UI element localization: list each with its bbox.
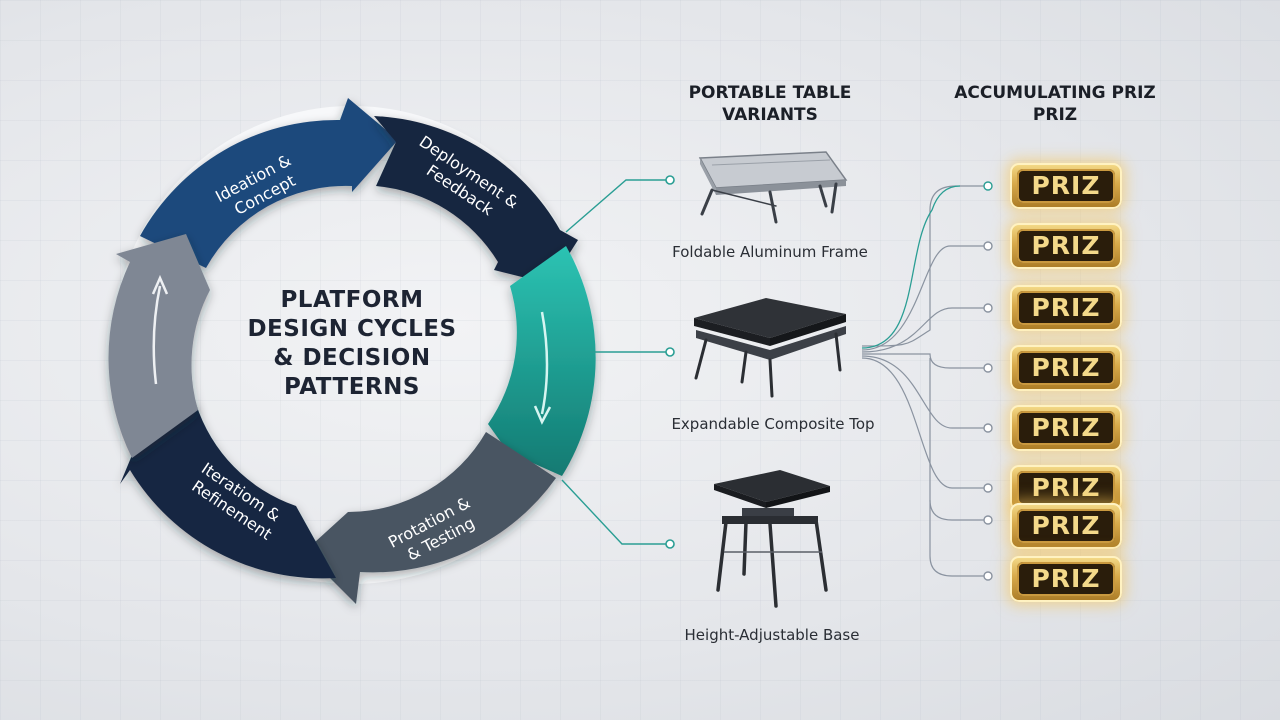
aluminum-table-icon (698, 151, 848, 224)
variant-label-adjustable: Height-Adjustable Base (684, 626, 860, 644)
cycle-title-line: PLATFORM (280, 287, 424, 313)
teal-down-arrowhead-icon (533, 405, 552, 425)
cycle-title: PLATFORM DESIGN CYCLES & DECISION PATTER… (222, 286, 482, 402)
cycle-segment-protation (304, 432, 556, 604)
priz-heading-line: PRIZ (1032, 105, 1078, 125)
cycle-segment-iteration (120, 404, 336, 579)
composite-table-icon (694, 298, 846, 398)
priz-badge: PRIZ (1010, 556, 1122, 602)
priz-badge-text: PRIZ (1031, 511, 1101, 540)
priz-badge-text: PRIZ (1031, 473, 1101, 502)
cycle-segment-deployment (374, 116, 578, 284)
cycle-segment-teal (488, 246, 596, 476)
priz-badge-text: PRIZ (1031, 171, 1101, 200)
priz-badge-text: PRIZ (1031, 293, 1101, 322)
priz-badge-text: PRIZ (1031, 231, 1101, 260)
grey-up-arrowhead-icon (151, 274, 169, 295)
variant-to-priz-connectors (861, 185, 988, 577)
priz-badge: PRIZ (1010, 405, 1122, 451)
cycle-title-line: & DECISION (273, 345, 431, 371)
cycle-title-line: DESIGN CYCLES (247, 316, 457, 342)
adjustable-table-icon (714, 470, 830, 608)
grey-up-arrow-icon (152, 285, 162, 385)
priz-badge: PRIZ (1010, 223, 1122, 269)
priz-badge-text: PRIZ (1031, 413, 1101, 442)
variant-connector-nodes (665, 175, 675, 549)
highlight-connector (861, 185, 961, 349)
priz-badge: PRIZ (1010, 285, 1122, 331)
priz-badge-text: PRIZ (1031, 564, 1101, 593)
variant-label-composite: Expandable Composite Top (671, 415, 875, 433)
priz-heading: ACCUMULATING PRIZ PRIZ (930, 82, 1180, 126)
priz-badge-text: PRIZ (1031, 353, 1101, 382)
variant-label-aluminum: Foldable Aluminum Frame (672, 243, 868, 261)
cycle-segment-grey (108, 234, 210, 458)
priz-connector-nodes (983, 181, 993, 581)
teal-down-arrow-icon (540, 311, 549, 415)
cycle-to-variant-connectors (561, 179, 670, 545)
variants-heading: PORTABLE TABLE VARIANTS (640, 82, 900, 126)
priz-badge: PRIZ (1010, 503, 1122, 549)
priz-badge: PRIZ (1010, 163, 1122, 209)
variants-heading-line: PORTABLE TABLE (688, 83, 852, 103)
cycle-title-line: PATTERNS (284, 374, 420, 400)
priz-heading-line: ACCUMULATING PRIZ (954, 83, 1156, 103)
priz-badge: PRIZ (1010, 345, 1122, 391)
cycle-segment-ideation (140, 98, 398, 268)
variants-heading-line: VARIANTS (722, 105, 818, 125)
